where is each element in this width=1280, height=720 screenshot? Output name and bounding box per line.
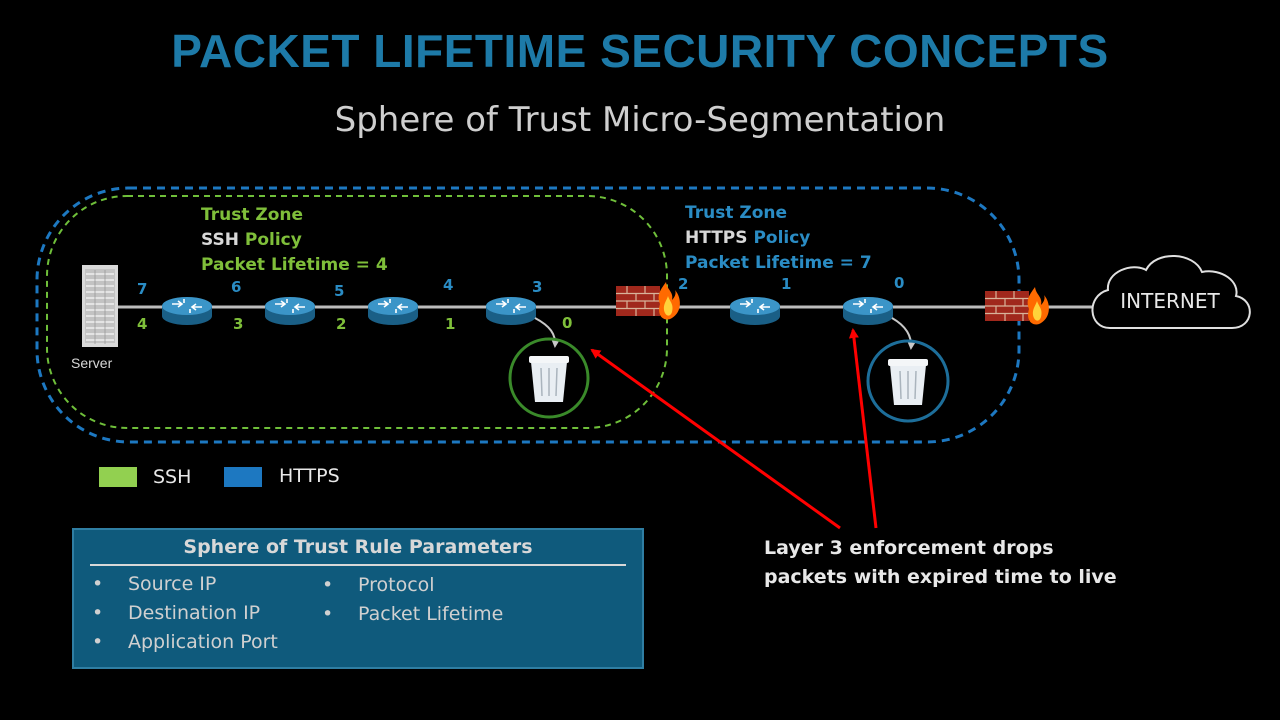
ssh-zone-title: Trust Zone (201, 205, 304, 225)
bullet: • (92, 602, 104, 624)
trash-icon (887, 358, 929, 406)
router-icon (161, 296, 213, 326)
bullet: • (92, 573, 104, 595)
server-icon (82, 265, 118, 347)
router-icon (729, 296, 781, 326)
param-label: Application Port (128, 631, 278, 653)
https-zone-policy-word: Policy (753, 228, 811, 248)
page-subtitle: Sphere of Trust Micro-Segmentation (334, 100, 946, 140)
firewall-icon (984, 286, 1050, 326)
server-label: Server (71, 355, 113, 371)
param-item: • Destination IP (92, 602, 261, 624)
https-zone-lifetime: Packet Lifetime = 7 (685, 253, 872, 273)
enforcement-arrow-https (848, 328, 878, 529)
ssh-ttl-value: 0 (562, 314, 573, 332)
ssh-zone-lifetime: Packet Lifetime = 4 (201, 255, 388, 275)
param-label: Protocol (358, 574, 435, 596)
ssh-ttl-value: 1 (445, 315, 456, 333)
annotation-line: Layer 3 enforcement drops (764, 537, 1054, 559)
https-zone-policy: HTTPS Policy (685, 226, 872, 251)
enforcement-arrow-ssh (590, 348, 841, 530)
https-zone-protocol: HTTPS (685, 228, 748, 248)
ssh-ttl-value: 3 (233, 315, 244, 333)
https-ttl-value: 7 (137, 280, 148, 298)
https-ttl-value: 2 (678, 275, 689, 293)
https-drop-arrow (891, 317, 916, 350)
param-item: • Application Port (92, 631, 278, 653)
legend-ssh-label: SSH (153, 466, 192, 488)
param-label: Packet Lifetime (358, 603, 504, 625)
ssh-zone-policy: SSH Policy (201, 228, 388, 253)
https-ttl-value: 6 (231, 278, 242, 296)
https-ttl-value: 0 (894, 274, 905, 292)
bullet: • (322, 574, 334, 596)
ssh-drop-arrow (534, 317, 560, 348)
param-label: Destination IP (128, 602, 261, 624)
router-icon (367, 296, 419, 326)
router-icon (264, 296, 316, 326)
rule-parameters-divider (90, 564, 626, 566)
ssh-zone-protocol: SSH (201, 230, 239, 250)
legend-https-swatch (224, 467, 262, 487)
bullet: • (322, 603, 334, 625)
https-ttl-value: 5 (334, 282, 345, 300)
annotation-line: packets with expired time to live (764, 566, 1117, 588)
ssh-ttl-value: 4 (137, 315, 148, 333)
internet-label: INTERNET (1120, 289, 1220, 313)
legend-ssh-swatch (99, 467, 137, 487)
enforcement-annotation: Layer 3 enforcement drops packets with e… (764, 534, 1117, 592)
bullet: • (92, 631, 104, 653)
router-icon (842, 296, 894, 326)
rule-parameters-title: Sphere of Trust Rule Parameters (183, 536, 533, 558)
https-zone-title: Trust Zone (685, 203, 788, 223)
router-icon (485, 296, 537, 326)
param-item: • Packet Lifetime (322, 603, 504, 625)
https-ttl-value: 4 (443, 276, 454, 294)
ssh-trash-circle (508, 337, 590, 419)
firewall-icon (615, 281, 681, 321)
ssh-zone-policy-word: Policy (244, 230, 302, 250)
param-item: • Protocol (322, 574, 435, 596)
rule-parameters-box: Sphere of Trust Rule Parameters • Source… (72, 528, 644, 669)
ssh-ttl-value: 2 (336, 315, 347, 333)
legend-https-label: HTTPS (279, 465, 340, 487)
param-label: Source IP (128, 573, 217, 595)
ssh-zone-label: Trust Zone SSH Policy Packet Lifetime = … (201, 203, 388, 278)
https-ttl-value: 1 (781, 275, 792, 293)
page-title: PACKET LIFETIME SECURITY CONCEPTS (171, 25, 1109, 77)
https-trash-circle (866, 339, 950, 423)
https-ttl-value: 3 (532, 278, 543, 296)
https-zone-label: Trust Zone HTTPS Policy Packet Lifetime … (685, 201, 872, 276)
https-trust-zone-outline (35, 186, 1021, 444)
param-item: • Source IP (92, 573, 217, 595)
trash-icon (528, 355, 570, 403)
cloud-icon (1091, 255, 1251, 329)
